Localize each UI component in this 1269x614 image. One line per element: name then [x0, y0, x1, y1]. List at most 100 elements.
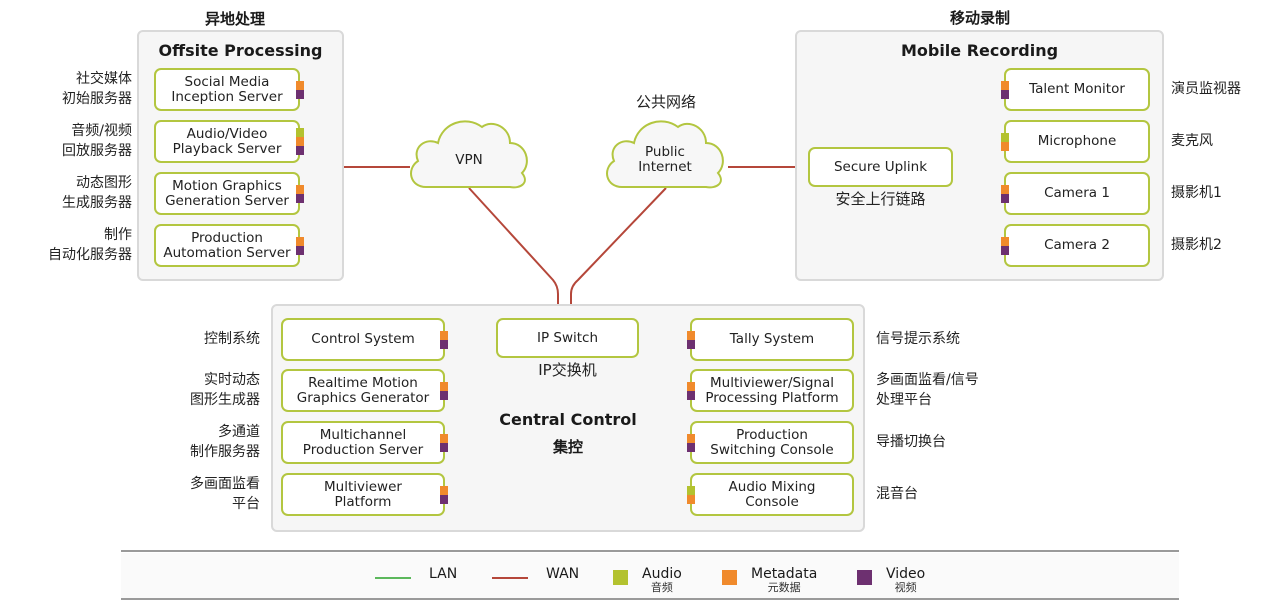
node-label: Camera 1: [1044, 185, 1110, 201]
motion-graphics-generation-server-node[interactable]: Motion Graphics Generation Server: [154, 172, 300, 215]
legend-bottom-rule: [121, 598, 1179, 600]
microphone-cn-label: 麦克风: [1171, 133, 1213, 149]
control-system-cn-label: 控制系统: [204, 331, 260, 347]
node-label: Multiviewer Platform: [324, 478, 402, 510]
node-label: Tally System: [729, 331, 815, 347]
social-media-inception-server-cn-label: 社交媒体 初始服务器: [62, 71, 132, 107]
ip-switch-node[interactable]: IP Switch: [496, 318, 639, 358]
node-label: Microphone: [1037, 133, 1117, 149]
legend-label-cn: 视频: [894, 581, 917, 594]
social-media-inception-server-node[interactable]: Social Media Inception Server: [154, 68, 300, 111]
legend-label: WAN: [546, 566, 580, 582]
signal-ports: [687, 381, 695, 400]
node-label: Motion Graphics Generation Server: [165, 177, 289, 209]
secure-uplink-node[interactable]: Secure Uplink: [808, 147, 953, 187]
node-label: Multichannel Production Server: [302, 426, 424, 458]
audio-square-swatch-icon: [613, 570, 628, 585]
node-label: Production Switching Console: [710, 426, 834, 458]
talent-monitor-node[interactable]: Talent Monitor: [1004, 68, 1150, 111]
audio-port-icon: [1001, 132, 1009, 142]
offsite-title: Offsite Processing: [158, 41, 323, 60]
multiviewer-signal-processing-platform-cn-label: 多画面监看/信号 处理平台: [876, 372, 979, 408]
camera-2-node[interactable]: Camera 2: [1004, 224, 1150, 267]
control-system-node[interactable]: Control System: [281, 318, 445, 361]
node-label: Social Media Inception Server: [171, 73, 283, 105]
motion-graphics-generation-server-cn-label: 动态图形 生成服务器: [62, 175, 132, 211]
node-label: Audio Mixing Console: [728, 478, 816, 510]
vpn-cloud-icon: [410, 120, 528, 189]
legend-label: Audio: [642, 566, 682, 582]
legend: [121, 553, 1179, 598]
production-switching-console-node[interactable]: Production Switching Console: [690, 421, 854, 464]
microphone-node[interactable]: Microphone: [1004, 120, 1150, 163]
metadata-port-icon: [296, 236, 304, 246]
signal-ports: [1001, 80, 1009, 99]
signal-ports: [440, 433, 448, 452]
metadata-port-icon: [687, 433, 695, 443]
production-automation-server-node[interactable]: Production Automation Server: [154, 224, 300, 267]
camera-2-cn-label: 摄影机2: [1171, 237, 1222, 253]
talent-monitor-cn-label: 演员监视器: [1171, 81, 1241, 97]
legend-label-cn: 元数据: [767, 581, 801, 594]
tally-system-node[interactable]: Tally System: [690, 318, 854, 361]
signal-ports: [296, 184, 304, 203]
production-automation-server-cn-label: 制作 自动化服务器: [48, 227, 132, 263]
node-label: Production Automation Server: [163, 229, 291, 261]
video-port-icon: [440, 442, 448, 452]
signal-ports: [687, 485, 695, 504]
legend-item-lan: LAN: [375, 566, 457, 582]
audio-video-playback-server-node[interactable]: Audio/Video Playback Server: [154, 120, 300, 163]
audio-video-playback-server-cn-label: 音频/视频 回放服务器: [62, 123, 132, 159]
signal-ports: [296, 236, 304, 255]
metadata-square-swatch-icon: [722, 570, 737, 585]
audio-port-icon: [296, 128, 304, 137]
metadata-port-icon: [687, 330, 695, 340]
signal-ports: [1001, 132, 1009, 151]
public-internet-cloud-icon: [606, 120, 724, 189]
video-port-icon: [440, 339, 448, 349]
camera-1-node[interactable]: Camera 1: [1004, 172, 1150, 215]
metadata-port-icon: [1001, 236, 1009, 246]
wan-line-swatch-icon: [492, 577, 528, 579]
video-port-icon: [1001, 245, 1009, 255]
video-port-icon: [296, 193, 304, 203]
tally-system-cn-label: 信号提示系统: [876, 331, 960, 347]
audio-mixing-console-node[interactable]: Audio Mixing Console: [690, 473, 854, 516]
metadata-port-icon: [440, 485, 448, 495]
signal-ports: [296, 128, 304, 155]
signal-ports: [440, 485, 448, 504]
realtime-motion-graphics-generator-cn-label: 实时动态 图形生成器: [190, 372, 260, 408]
legend-label: Metadata: [751, 566, 818, 582]
metadata-port-icon: [687, 494, 695, 504]
central-control-title: Central Control: [499, 410, 637, 429]
production-switching-console-cn-label: 导播切换台: [876, 434, 946, 450]
metadata-port-icon: [440, 433, 448, 443]
multiviewer-platform-node[interactable]: Multiviewer Platform: [281, 473, 445, 516]
signal-ports: [440, 330, 448, 349]
wan-wire-internet-to-switch: [570, 187, 667, 318]
multichannel-production-server-node[interactable]: Multichannel Production Server: [281, 421, 445, 464]
video-port-icon: [687, 390, 695, 400]
signal-ports: [687, 433, 695, 452]
central-control-title-cn: 集控: [552, 438, 583, 456]
video-port-icon: [440, 390, 448, 400]
metadata-port-icon: [296, 80, 304, 90]
legend-label: LAN: [429, 566, 458, 582]
multiviewer-signal-processing-platform-node[interactable]: Multiviewer/Signal Processing Platform: [690, 369, 854, 412]
legend-label-cn: 音频: [650, 581, 673, 594]
node-label: Talent Monitor: [1029, 81, 1125, 97]
realtime-motion-graphics-generator-node[interactable]: Realtime Motion Graphics Generator: [281, 369, 445, 412]
video-port-icon: [687, 339, 695, 349]
video-port-icon: [296, 89, 304, 99]
signal-ports: [1001, 236, 1009, 255]
video-port-icon: [1001, 193, 1009, 203]
mobile-title-cn: 移动录制: [949, 9, 1010, 27]
metadata-port-icon: [1001, 80, 1009, 90]
node-label: Camera 2: [1044, 237, 1110, 253]
metadata-port-icon: [296, 184, 304, 194]
metadata-port-icon: [440, 381, 448, 391]
lan-line-swatch-icon: [375, 577, 411, 579]
